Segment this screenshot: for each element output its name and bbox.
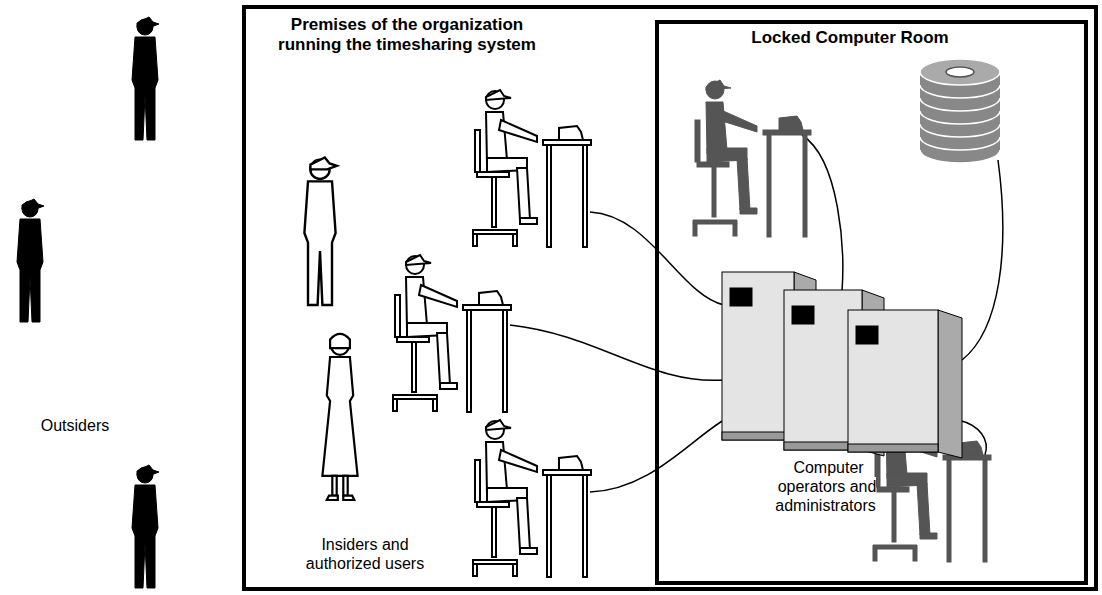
premises-region: Premises of the organization running the… [242,5,1098,591]
group-label: Computer operators and administrators [762,458,892,516]
region-heading: Premises of the organization running the… [262,15,552,56]
group-label: Insiders and authorized users [285,535,445,573]
group-label: Outsiders [25,416,125,435]
region-heading: Locked Computer Room [745,28,955,48]
